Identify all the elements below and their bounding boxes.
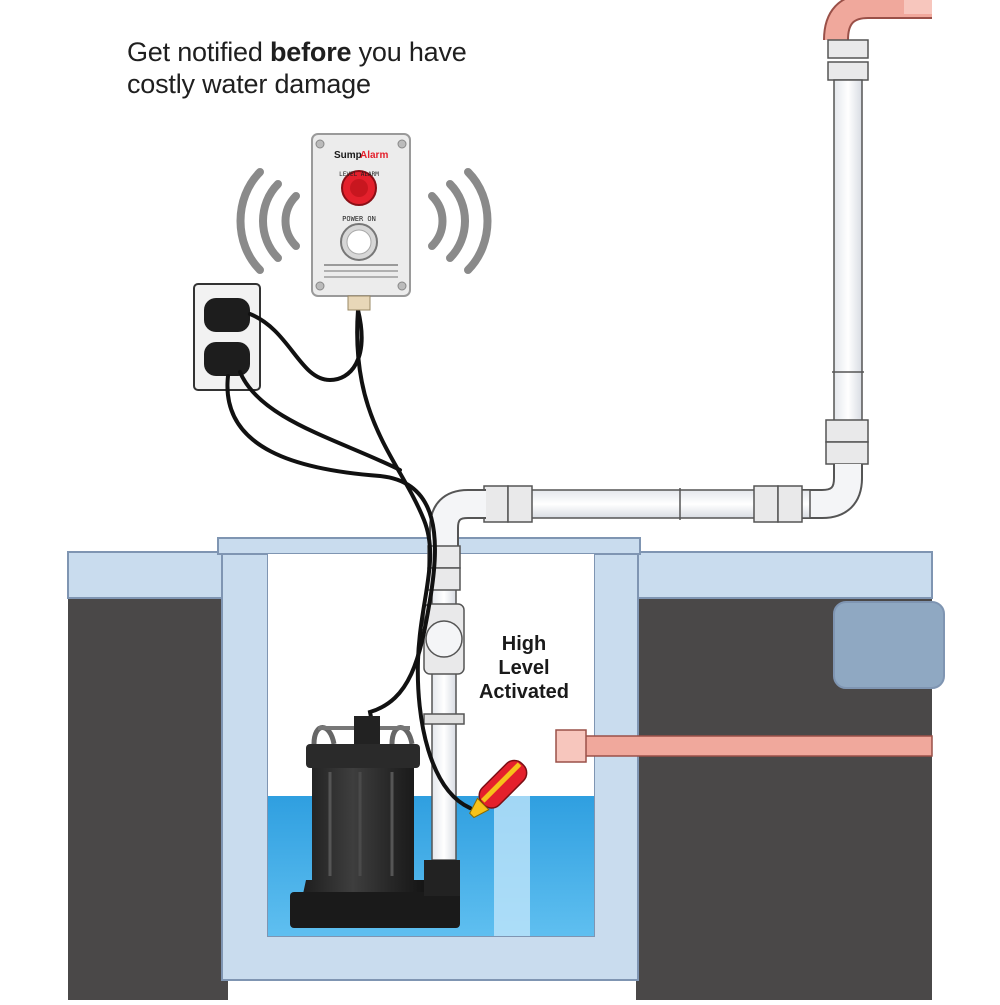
callout-line3: Activated (478, 681, 570, 703)
headline-prefix: Get notified (127, 37, 270, 67)
float-switch (469, 759, 528, 819)
brand-alarm-text: Alarm (360, 150, 388, 161)
headline-line2: costly water damage (127, 69, 371, 99)
headline: Get notified before you have costly wate… (127, 36, 467, 100)
brand-sump-text: Sump (334, 150, 362, 161)
sump-pump (290, 716, 460, 928)
high-level-callout: High Level Activated (468, 632, 580, 704)
power-cables (225, 308, 472, 810)
callout-line1: High (501, 633, 547, 655)
ground (67, 551, 945, 1000)
headline-suffix: you have (351, 37, 467, 67)
headline-bold: before (270, 37, 352, 67)
supply-pipe (823, 0, 932, 81)
level-alarm-label: LEVEL ALARM (339, 171, 379, 178)
alarm-sound-waves (236, 168, 492, 274)
discharge-pipe (423, 79, 869, 861)
sump-alarm-box (311, 133, 411, 311)
headline-line1: Get notified before you have (127, 36, 467, 68)
wall-outlet (193, 283, 261, 391)
callout-line2: Level (498, 657, 550, 679)
power-on-label: POWER ON (342, 215, 376, 223)
inlet-pipe (555, 729, 933, 763)
